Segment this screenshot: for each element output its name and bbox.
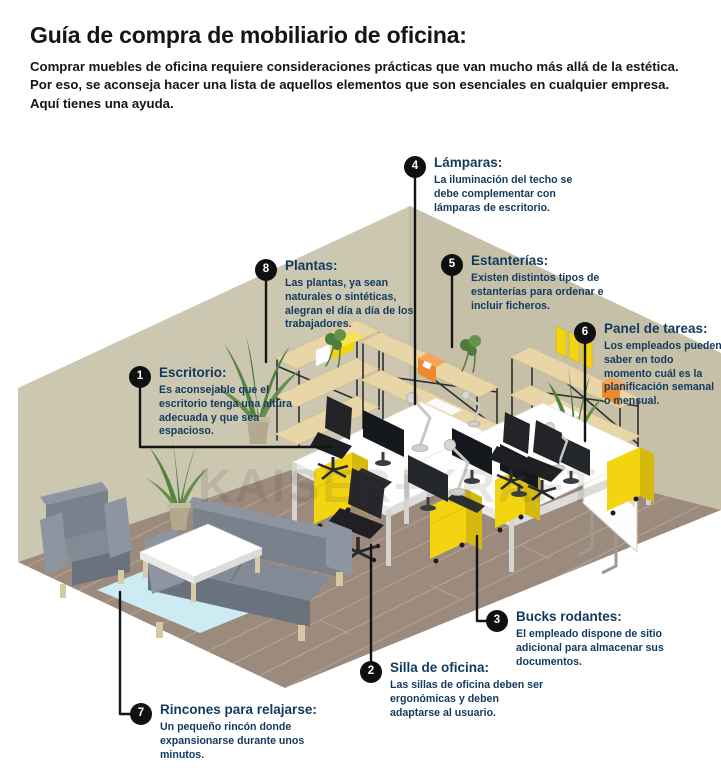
- shelving: [274, 319, 641, 453]
- page-title: Guía de compra de mobiliario de oficina:: [30, 22, 467, 48]
- callout-6-body: Los empleados pueden saber en todo momen…: [604, 340, 721, 408]
- leader-lines: [118, 176, 587, 716]
- coffee-table: [139, 523, 264, 602]
- callout-8-body: Las plantas, ya sean naturales o sintéti…: [285, 277, 414, 331]
- header: Guía de compra de mobiliario de oficina:…: [30, 22, 694, 113]
- armchair: [40, 482, 132, 598]
- callout-4-body: La iluminación del techo se debe complem…: [434, 174, 573, 214]
- bucks-rodantes: [313, 447, 654, 564]
- callout-7-body: Un pequeño rincón donde expansionarse du…: [160, 721, 305, 761]
- callout-3-title: Bucks rodantes:: [516, 609, 622, 624]
- callout-7-title: Rincones para relajarse:: [160, 702, 317, 717]
- desk-lamps: [406, 390, 569, 496]
- callout-5-body: Existen distintos tipos de estanterías p…: [471, 272, 604, 312]
- callout-panel: 6 Panel de tareas: Los empleados pueden …: [574, 321, 721, 409]
- callout-lamparas: 4 Lámparas: La iluminación del techo se …: [404, 155, 592, 215]
- callout-1-body: Es aconsejable que el escritorio tenga u…: [159, 384, 293, 438]
- callout-4-title: Lámparas:: [434, 155, 503, 170]
- callout-6-badge: 6: [574, 322, 596, 344]
- hanging-plant-icon: [325, 329, 481, 373]
- callout-2-body: Las sillas de oficina deben ser ergonómi…: [390, 679, 544, 719]
- callout-silla: 2 Silla de oficina: Las sillas de oficin…: [360, 660, 548, 720]
- callout-7-badge: 7: [130, 703, 152, 725]
- callout-1-badge: 1: [129, 366, 151, 388]
- callout-3-badge: 3: [486, 610, 508, 632]
- callout-1-title: Escritorio:: [159, 365, 227, 380]
- callout-5-badge: 5: [441, 254, 463, 276]
- callout-2-title: Silla de oficina:: [390, 660, 490, 675]
- callout-escritorio: 1 Escritorio: Es aconsejable que el escr…: [129, 365, 293, 439]
- callout-6-title: Panel de tareas:: [604, 321, 708, 336]
- callout-5-title: Estanterías:: [471, 253, 549, 268]
- callout-estanterias: 5 Estanterías: Existen distintos tipos d…: [441, 253, 631, 313]
- callout-4-badge: 4: [404, 156, 426, 178]
- callout-bucks: 3 Bucks rodantes: El empleado dispone de…: [486, 609, 688, 669]
- callout-rincones: 7 Rincones para relajarse: Un pequeño ri…: [130, 702, 350, 762]
- plant-lounge: [146, 436, 208, 530]
- callout-plantas: 8 Plantas: Las plantas, ya sean naturale…: [255, 258, 433, 332]
- page-subtitle: Comprar muebles de oficina requiere cons…: [30, 59, 679, 111]
- callout-8-title: Plantas:: [285, 258, 338, 273]
- callout-3-body: El empleado dispone de sitio adicional p…: [516, 628, 664, 668]
- callout-8-badge: 8: [255, 259, 277, 281]
- plant-shelf-left: [214, 336, 300, 444]
- callout-2-badge: 2: [360, 661, 382, 683]
